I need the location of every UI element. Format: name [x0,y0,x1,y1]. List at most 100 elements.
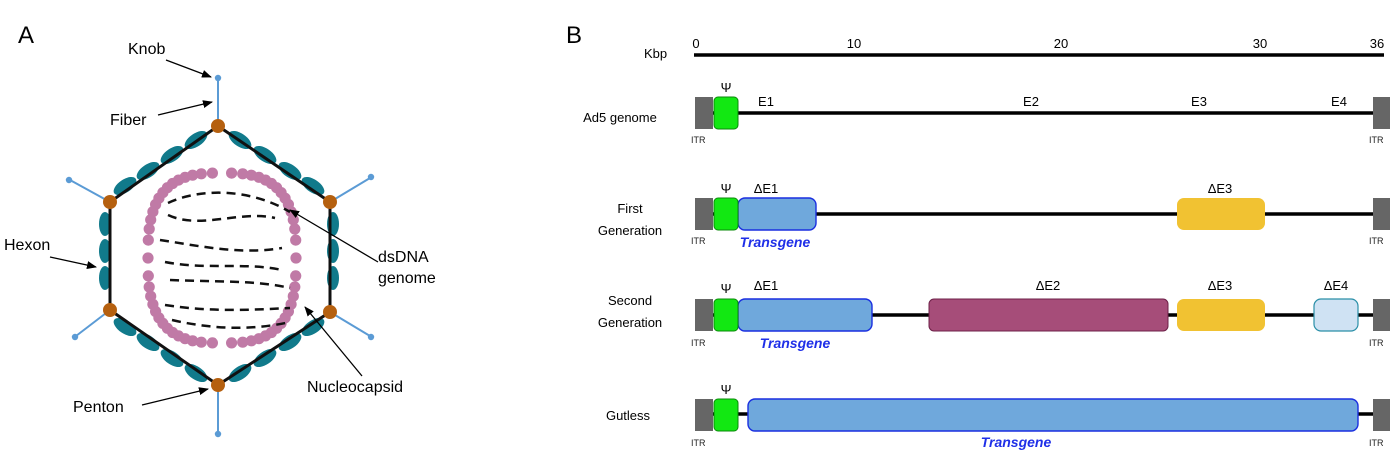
row-label-line2: Generation [598,315,662,330]
gene-label-delta-e1: ΔE1 [754,278,779,293]
itr-right-label: ITR [1369,236,1384,246]
penton-icon [211,119,225,133]
itr-left-label: ITR [691,236,706,246]
gene-label-delta-e3: ΔE3 [1208,278,1233,293]
nucleocapsid-bead [142,252,154,264]
row-ad5-genome: Ad5 genome Ψ ITR ITR E1 E2 E3 E4 [583,80,1390,145]
delta-e2-box [928,298,1169,332]
hexons [99,130,339,383]
nucleocapsid-bead [195,168,207,180]
itr-right [1373,198,1390,230]
dsdna-genome [159,191,291,330]
scale-unit-label: Kbp [644,46,667,61]
nucleocapsid-bead [145,290,157,302]
transgene-box [747,398,1359,432]
nucleocapsid-bead [206,167,218,179]
itr-right [1373,399,1390,431]
hexon-label: Hexon [4,237,50,254]
itr-right-label: ITR [1369,438,1384,448]
gene-label-delta-e3: ΔE3 [1208,181,1233,196]
nucleocapsid-bead [226,167,238,179]
nucleocapsid-bead [187,169,199,181]
itr-left [695,299,713,331]
psi-box [713,298,739,332]
fiber-label: Fiber [110,112,147,129]
gene-label-e4: E4 [1331,94,1347,109]
nucleocapsid-bead [237,168,249,180]
transgene-label: Transgene [981,434,1052,450]
gene-label-delta-e4: ΔE4 [1324,278,1349,293]
knob-label: Knob [128,41,165,58]
delta-e3-box [1177,198,1265,230]
penton-icon [103,303,117,317]
itr-left-label: ITR [691,135,706,145]
penton-icon [323,305,337,319]
pentons [103,119,337,392]
scale-tick-label: 10 [847,36,861,51]
panel-b-letter: B [566,22,582,49]
row-label-line1: First [617,201,643,216]
penton-icon [323,195,337,209]
row-label: Gutless [606,408,651,423]
nucleocapsid-bead [237,336,249,348]
nucleocapsid-bead [226,337,238,349]
nucleocapsid-bead [245,335,257,347]
itr-right [1373,97,1390,129]
gene-label-e1: E1 [758,94,774,109]
gene-label-delta-e2: ΔE2 [1036,278,1061,293]
knobs [65,74,375,438]
virus-annotations: Knob Fiber Hexon Penton dsDNA genome Nuc… [4,41,436,416]
penton-label: Penton [73,399,124,416]
psi-label: Ψ [721,281,732,296]
knob-icon [214,430,222,438]
itr-left [695,97,713,129]
knob-icon [65,176,73,184]
transgene-box [737,298,873,332]
row-label: Ad5 genome [583,110,657,125]
itr-right-label: ITR [1369,135,1384,145]
knob-icon [214,74,222,82]
nucleocapsid-bead [290,234,302,246]
panel-a: A [4,22,436,438]
transgene-label: Transgene [740,234,811,250]
psi-label: Ψ [721,80,732,95]
psi-label: Ψ [721,181,732,196]
penton-icon [103,195,117,209]
fibers [69,80,371,432]
itr-left [695,198,713,230]
row-second-generation: Second Generation Ψ ΔE1 ΔE2 ΔE3 ΔE4 Tran… [598,278,1390,351]
scale-tick-label: 30 [1253,36,1267,51]
itr-left [695,399,713,431]
nucleocapsid-bead [143,223,155,235]
gene-label-delta-e1: ΔE1 [754,181,779,196]
psi-label: Ψ [721,382,732,397]
psi-box [713,197,739,231]
penton-icon [211,378,225,392]
nucleocapsid-bead [289,223,301,235]
psi-box [713,398,739,432]
scale-tick-label: 36 [1370,36,1384,51]
psi-box [713,96,739,130]
nucleocapsid-bead [195,336,207,348]
knob-icon [71,333,79,341]
nucleocapsid-bead [142,234,154,246]
panel-b: B Kbp 0 10 20 30 36 Ad5 genome Ψ ITR ITR… [566,22,1390,450]
nucleocapsid-bead [289,281,301,293]
row-first-generation: First Generation Ψ ΔE1 ΔE3 Transgene ITR… [598,181,1390,250]
itr-right-label: ITR [1369,338,1384,348]
knob-icon [367,173,375,181]
row-label-line1: Second [608,293,652,308]
itr-left-label: ITR [691,438,706,448]
scale-tick-label: 20 [1054,36,1068,51]
itr-right [1373,299,1390,331]
row-gutless: Gutless Ψ Transgene ITR ITR [606,382,1390,450]
delta-e4-box [1313,298,1359,332]
panel-a-letter: A [18,22,34,49]
transgene-box [737,197,817,231]
row-label-line2: Generation [598,223,662,238]
nucleocapsid-bead [143,281,155,293]
dsdna-label-line1: dsDNA [378,249,429,266]
itr-left-label: ITR [691,338,706,348]
gene-label-e3: E3 [1191,94,1207,109]
nucleocapsid-bead [142,270,154,282]
